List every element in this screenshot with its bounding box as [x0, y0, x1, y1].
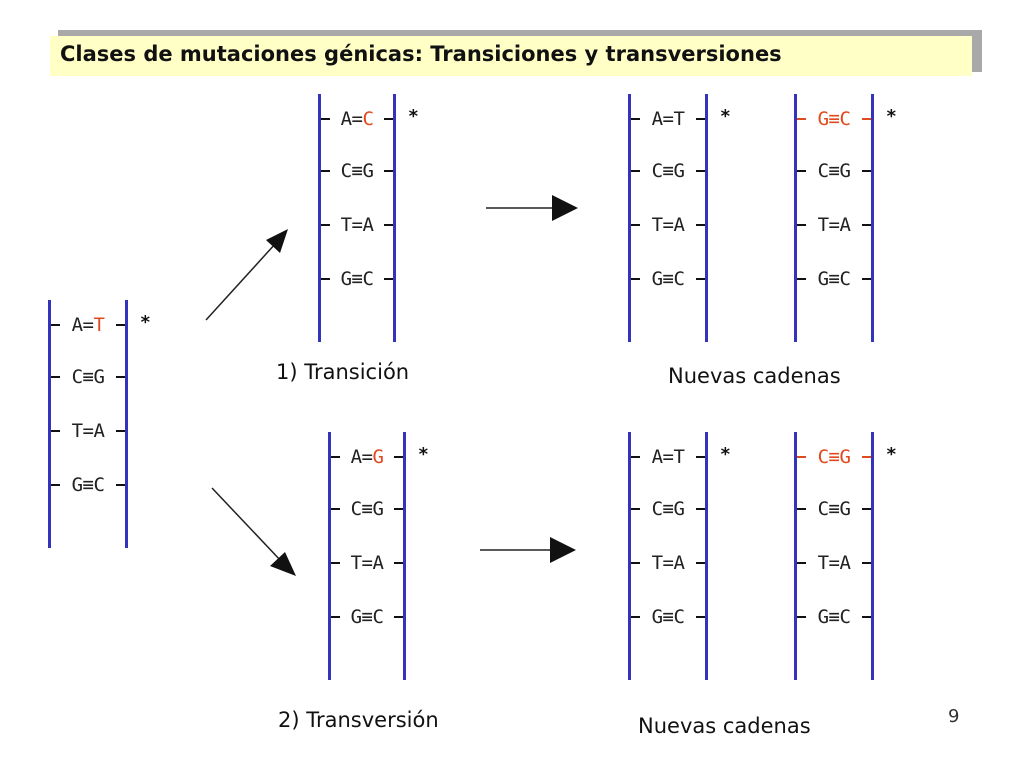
title-banner: Clases de mutaciones génicas: Transicion…: [50, 36, 972, 76]
base-pair: A=T*: [628, 106, 730, 132]
transition-new-strand-a: A=T* C≡G T=A G≡C: [628, 94, 730, 342]
transversion-new-strand-a: A=T* C≡G T=A G≡C: [628, 432, 730, 680]
strand-backbone: [871, 432, 874, 680]
base-pair: G≡C: [628, 604, 708, 630]
transition-mutated-strand: A=C* C≡G T=A G≡C: [318, 94, 418, 342]
strand-backbone: [628, 432, 631, 680]
base-pair: T=A: [628, 550, 708, 576]
transversion-mutated-strand: A=G* C≡G T=A G≡C: [328, 432, 428, 680]
arrow-transition-replication: [486, 195, 578, 221]
base-pair: T=A: [628, 212, 708, 238]
base-pair: T=A: [328, 550, 406, 576]
base-pair: C≡G: [318, 158, 396, 184]
page-number: 9: [948, 706, 960, 727]
base-pair: C≡G: [794, 158, 874, 184]
strand-backbone: [393, 94, 396, 342]
mutation-star: *: [140, 312, 150, 333]
base-pair: T=A: [794, 550, 874, 576]
strand-backbone: [125, 300, 128, 548]
slide-title: Clases de mutaciones génicas: Transicion…: [60, 42, 782, 66]
mutation-star: *: [720, 444, 730, 465]
transversion-new-strand-b: C≡G* C≡G T=A G≡C: [794, 432, 896, 680]
base-pair: A=C*: [318, 106, 418, 132]
base-pair: T=A: [48, 418, 128, 444]
arrow-to-transversion: [211, 487, 296, 576]
arrow-transversion-replication: [480, 537, 576, 563]
strand-backbone: [628, 94, 631, 342]
transition-label: 1) Transición: [276, 360, 410, 384]
base-pair: G≡C: [794, 604, 874, 630]
mutation-star: *: [720, 106, 730, 127]
base-pair: C≡G: [328, 496, 406, 522]
strand-backbone: [318, 94, 321, 342]
strand-backbone: [871, 94, 874, 342]
mutation-star: *: [886, 106, 896, 127]
base-pair: A=G*: [328, 444, 428, 470]
original-dna-strand: A=T* C≡G T=A G≡C: [48, 300, 150, 548]
strand-backbone: [328, 432, 331, 680]
base-pair: A=T*: [48, 312, 150, 338]
base-pair: T=A: [318, 212, 396, 238]
transversion-new-strands-label: Nuevas cadenas: [638, 714, 811, 738]
mutation-star: *: [418, 444, 428, 465]
transition-new-strands-label: Nuevas cadenas: [668, 364, 841, 388]
strand-backbone: [705, 432, 708, 680]
strand-backbone: [705, 94, 708, 342]
base-pair: G≡C: [794, 266, 874, 292]
base-pair: T=A: [794, 212, 874, 238]
base-pair: C≡G: [628, 158, 708, 184]
base-pair: G≡C: [318, 266, 396, 292]
base-pair: A=T*: [628, 444, 730, 470]
strand-backbone: [48, 300, 51, 548]
arrow-to-transition: [205, 229, 288, 321]
base-pair: G≡C: [48, 472, 128, 498]
transition-new-strand-b: G≡C* C≡G T=A G≡C: [794, 94, 896, 342]
mutation-star: *: [408, 106, 418, 127]
base-pair: C≡G: [794, 496, 874, 522]
base-pair: G≡C*: [794, 106, 896, 132]
base-pair: C≡G: [48, 364, 128, 390]
strand-backbone: [403, 432, 406, 680]
strand-backbone: [794, 432, 797, 680]
base-pair: G≡C: [328, 604, 406, 630]
mutation-star: *: [886, 444, 896, 465]
base-pair: C≡G: [628, 496, 708, 522]
base-pair: C≡G*: [794, 444, 896, 470]
transversion-label: 2) Transversión: [278, 708, 439, 732]
base-pair: G≡C: [628, 266, 708, 292]
strand-backbone: [794, 94, 797, 342]
